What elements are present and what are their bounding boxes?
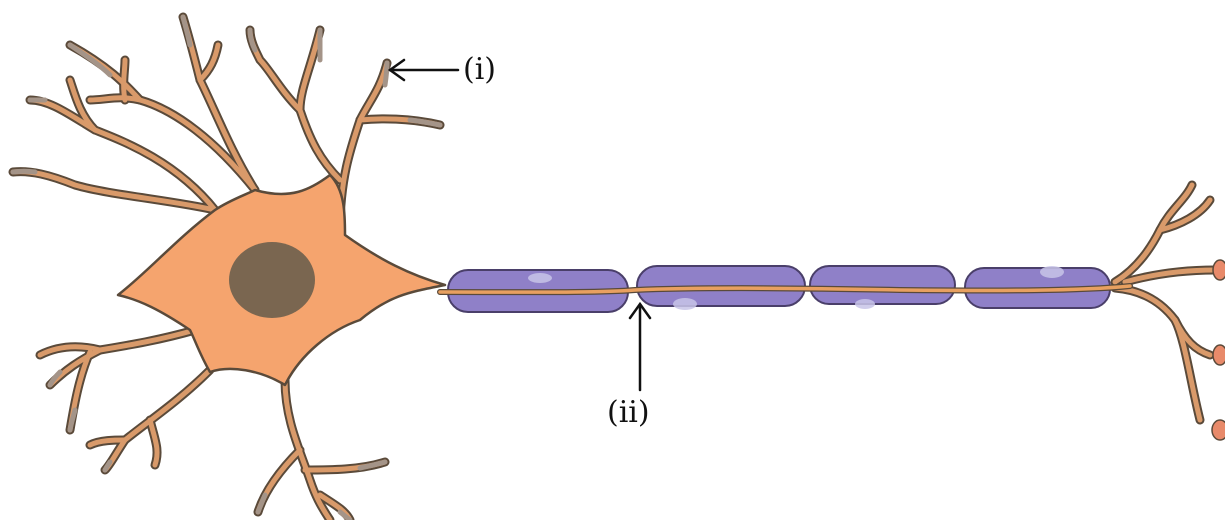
axon: [440, 266, 1130, 312]
arrow-i: [390, 60, 458, 80]
myelin-segment: [810, 266, 955, 304]
label-ii: (ii): [607, 398, 650, 428]
nucleus: [229, 242, 315, 318]
axon-terminals: [1212, 260, 1225, 440]
label-i: (i): [463, 55, 496, 85]
arrow-ii: [630, 304, 650, 390]
